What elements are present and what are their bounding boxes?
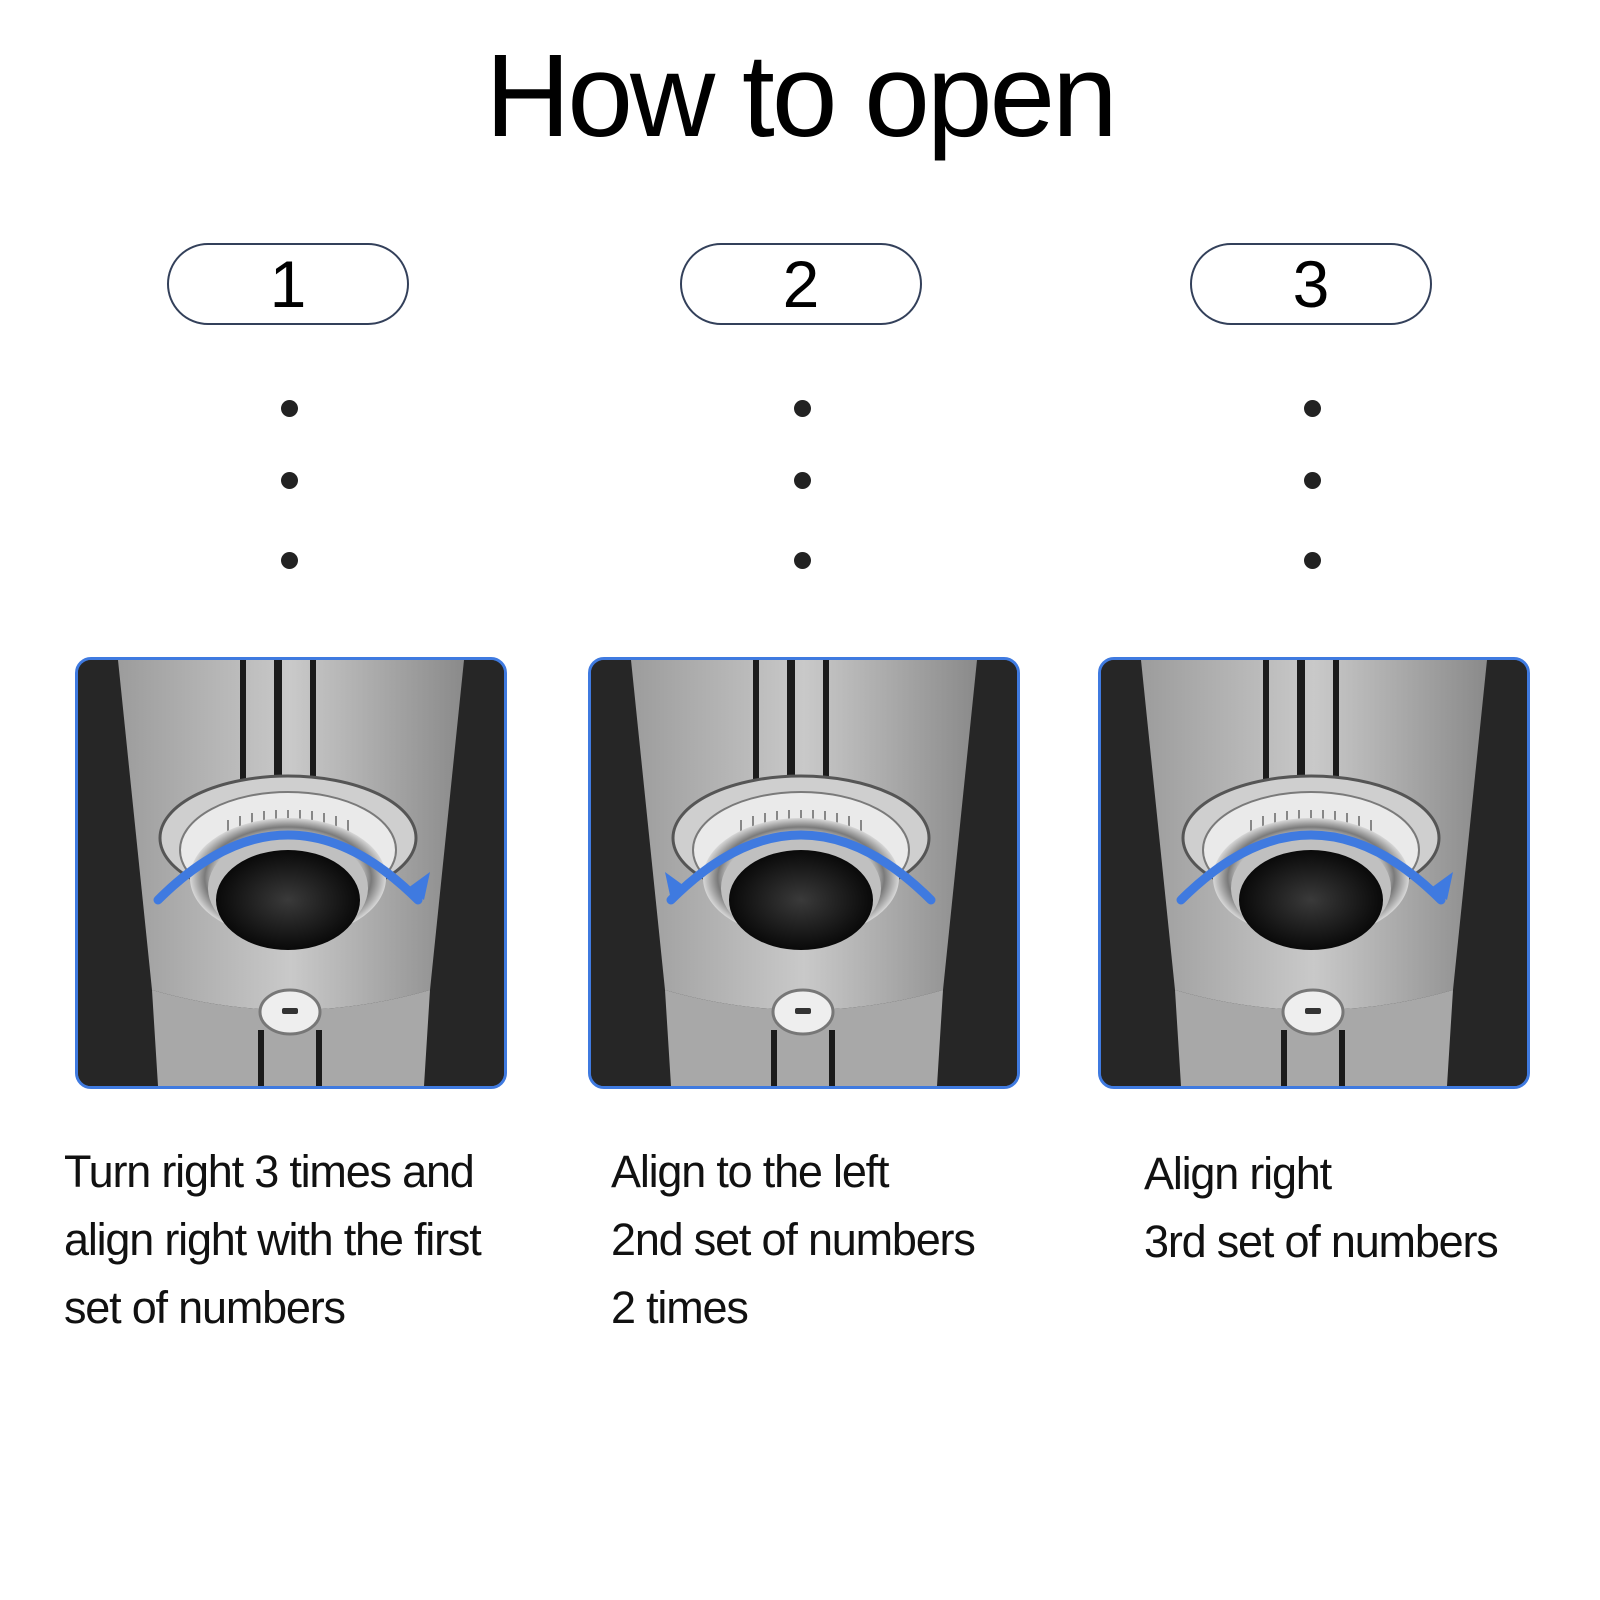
instruction-line: Align to the left bbox=[611, 1146, 889, 1197]
step-3: 3 Align right 3rd set of numbers bbox=[1098, 0, 1538, 1600]
step-instructions: Align right 3rd set of numbers bbox=[1144, 1140, 1499, 1276]
connector-dot bbox=[281, 472, 298, 489]
step-1: 1 Turn right 3 times and align right wit… bbox=[64, 0, 515, 1600]
dial-illustration bbox=[75, 657, 507, 1089]
step-number: 2 bbox=[782, 247, 820, 321]
step-number: 1 bbox=[269, 247, 307, 321]
connector-dot bbox=[794, 552, 811, 569]
page-title: How to open bbox=[485, 30, 1118, 162]
connector-dot bbox=[1304, 400, 1321, 417]
connector-dot bbox=[281, 552, 298, 569]
connector-dot bbox=[281, 400, 298, 417]
connector-dot bbox=[1304, 472, 1321, 489]
instruction-line: Turn right 3 times and bbox=[64, 1146, 475, 1197]
step-number-badge: 3 bbox=[1190, 243, 1432, 325]
instruction-line: 2 times bbox=[611, 1282, 749, 1333]
dial-illustration bbox=[588, 657, 1020, 1089]
connector-dot bbox=[794, 472, 811, 489]
dial-illustration bbox=[1098, 657, 1530, 1089]
step-2: 2 Align to the left 2nd set of numbers 2… bbox=[588, 0, 1028, 1600]
instruction-line: 2nd set of numbers bbox=[611, 1214, 976, 1265]
instruction-line: align right with the first bbox=[64, 1214, 482, 1265]
step-instructions: Align to the left 2nd set of numbers 2 t… bbox=[611, 1138, 976, 1342]
step-number: 3 bbox=[1292, 247, 1330, 321]
step-number-badge: 2 bbox=[680, 243, 922, 325]
instruction-line: 3rd set of numbers bbox=[1144, 1216, 1499, 1267]
instruction-line: Align right bbox=[1144, 1148, 1332, 1199]
connector-dot bbox=[794, 400, 811, 417]
instruction-line: set of numbers bbox=[64, 1282, 346, 1333]
step-number-badge: 1 bbox=[167, 243, 409, 325]
connector-dot bbox=[1304, 552, 1321, 569]
step-instructions: Turn right 3 times and align right with … bbox=[64, 1138, 482, 1342]
